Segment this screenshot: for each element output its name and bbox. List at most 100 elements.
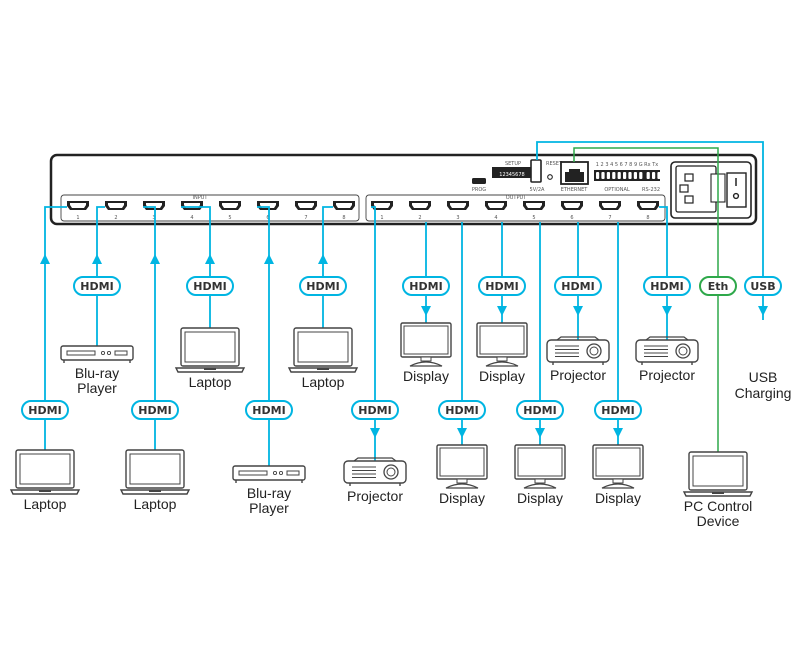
output-port-8[interactable]: 8 [637, 201, 659, 221]
output-5-cable-tag: HDMI [516, 400, 564, 420]
optional-label: OPTIONAL [604, 187, 630, 193]
device-label: Laptop [189, 374, 232, 390]
usb-charging-port[interactable] [530, 159, 542, 183]
input-port-2[interactable]: 2 [105, 201, 127, 221]
output-1-cable-tag: HDMI [351, 400, 399, 420]
output-7-cable-tag: HDMI [594, 400, 642, 420]
input-1-cable-line [44, 206, 67, 450]
arrow-down-icon [457, 428, 467, 438]
output-2-cable-tag: HDMI [402, 276, 450, 296]
projector-icon [546, 336, 610, 366]
input-port-number: 4 [190, 215, 193, 221]
input-3-cable-tag: HDMI [131, 400, 179, 420]
arrow-up-icon [205, 254, 215, 264]
projector-icon [343, 457, 407, 487]
output-8-destination: Projector [635, 336, 699, 383]
output-3-cable-tag: HDMI [438, 400, 486, 420]
input-port-5[interactable]: 5 [219, 201, 241, 221]
prog-label: PROG [472, 187, 486, 193]
cable-type-label: HDMI [601, 404, 634, 417]
input-port-7[interactable]: 7 [295, 201, 317, 221]
input-3-cable-line [143, 206, 156, 450]
output-port-6[interactable]: 6 [561, 201, 583, 221]
setup-label: SETUP [505, 161, 521, 167]
input-port-6[interactable]: 6 [257, 201, 279, 221]
device-label-line2: Player [249, 500, 289, 516]
device-label-line2: Device [697, 513, 740, 529]
cable-type-label: HDMI [409, 280, 442, 293]
output-7-destination: Display [592, 444, 644, 506]
ethernet-port[interactable] [560, 161, 589, 185]
output-port-2[interactable]: 2 [409, 201, 431, 221]
cable-type-label: HDMI [252, 404, 285, 417]
connections: HDMILaptopHDMIBlu-rayPlayerHDMILaptopHDM… [10, 206, 792, 529]
input-port-4[interactable]: 4 [181, 201, 203, 221]
arrow-up-icon [318, 254, 328, 264]
input-2-cable-tag: HDMI [73, 276, 121, 296]
device-label: Display [595, 490, 641, 506]
arrow-up-icon [92, 254, 102, 264]
cable-type-label: Eth [708, 280, 729, 293]
output-6-destination: Projector [546, 336, 610, 383]
input-6-cable-tag: HDMI [245, 400, 293, 420]
prog-port[interactable] [472, 178, 486, 184]
input-port-1[interactable]: 1 [67, 201, 89, 221]
arrow-down-icon [370, 428, 380, 438]
input-8-source: Laptop [288, 327, 358, 390]
output-8-cable-tag: HDMI [643, 276, 691, 296]
rs232-label: RS-232 [642, 187, 660, 193]
input-port-number: 1 [76, 215, 79, 221]
usb-charging-label: USB [749, 369, 778, 385]
output-1-destination: Projector [343, 457, 407, 504]
display-icon [476, 322, 528, 367]
bluray-player-icon [232, 465, 306, 484]
display-icon [514, 444, 566, 489]
eth-cable-line [573, 147, 719, 452]
laptop-icon [120, 449, 190, 495]
output-port-7[interactable]: 7 [599, 201, 621, 221]
cable-type-label: HDMI [485, 280, 518, 293]
input-1-source: Laptop [10, 449, 80, 512]
laptop-icon [10, 449, 80, 495]
input-port-3[interactable]: 3 [143, 201, 165, 221]
arrow-down-icon [662, 306, 672, 316]
cable-type-label: HDMI [138, 404, 171, 417]
cable-type-label: HDMI [561, 280, 594, 293]
device-label: Display [439, 490, 485, 506]
laptop-icon [683, 451, 753, 497]
input-3-source: Laptop [120, 449, 190, 512]
device-label: Laptop [24, 496, 67, 512]
usb-cable-line [536, 141, 764, 320]
output-group-label: OUTPUT [506, 195, 527, 201]
terminal-block[interactable] [594, 170, 661, 181]
ethernet-label: ETHERNET [561, 187, 589, 193]
reset-label: RESET [546, 161, 563, 167]
reset-button[interactable] [547, 174, 553, 180]
cable-type-label: HDMI [358, 404, 391, 417]
device-label: PC Control [684, 498, 752, 514]
arrow-up-icon [150, 254, 160, 264]
display-icon [436, 444, 488, 489]
cable-type-label: USB [750, 280, 775, 293]
output-port-3[interactable]: 3 [447, 201, 469, 221]
eth-cable-tag: Eth [699, 276, 737, 296]
display-icon [592, 444, 644, 489]
display-icon [400, 322, 452, 367]
setup-dip-switch[interactable] [492, 167, 532, 178]
output-port-number: 8 [646, 215, 649, 221]
cable-type-label: HDMI [28, 404, 61, 417]
device-label: Laptop [302, 374, 345, 390]
output-port-4[interactable]: 4 [485, 201, 507, 221]
output-1-cable-line [371, 206, 376, 461]
device-label: Laptop [134, 496, 177, 512]
output-port-1[interactable]: 1 [371, 201, 393, 221]
input-port-8[interactable]: 8 [333, 201, 355, 221]
input-1-cable-tag: HDMI [21, 400, 69, 420]
output-port-number: 3 [456, 215, 459, 221]
output-port-5[interactable]: 5 [523, 201, 545, 221]
cable-type-label: HDMI [193, 280, 226, 293]
output-port-number: 5 [532, 215, 535, 221]
usb-charging-label-line2: Charging [735, 385, 792, 401]
